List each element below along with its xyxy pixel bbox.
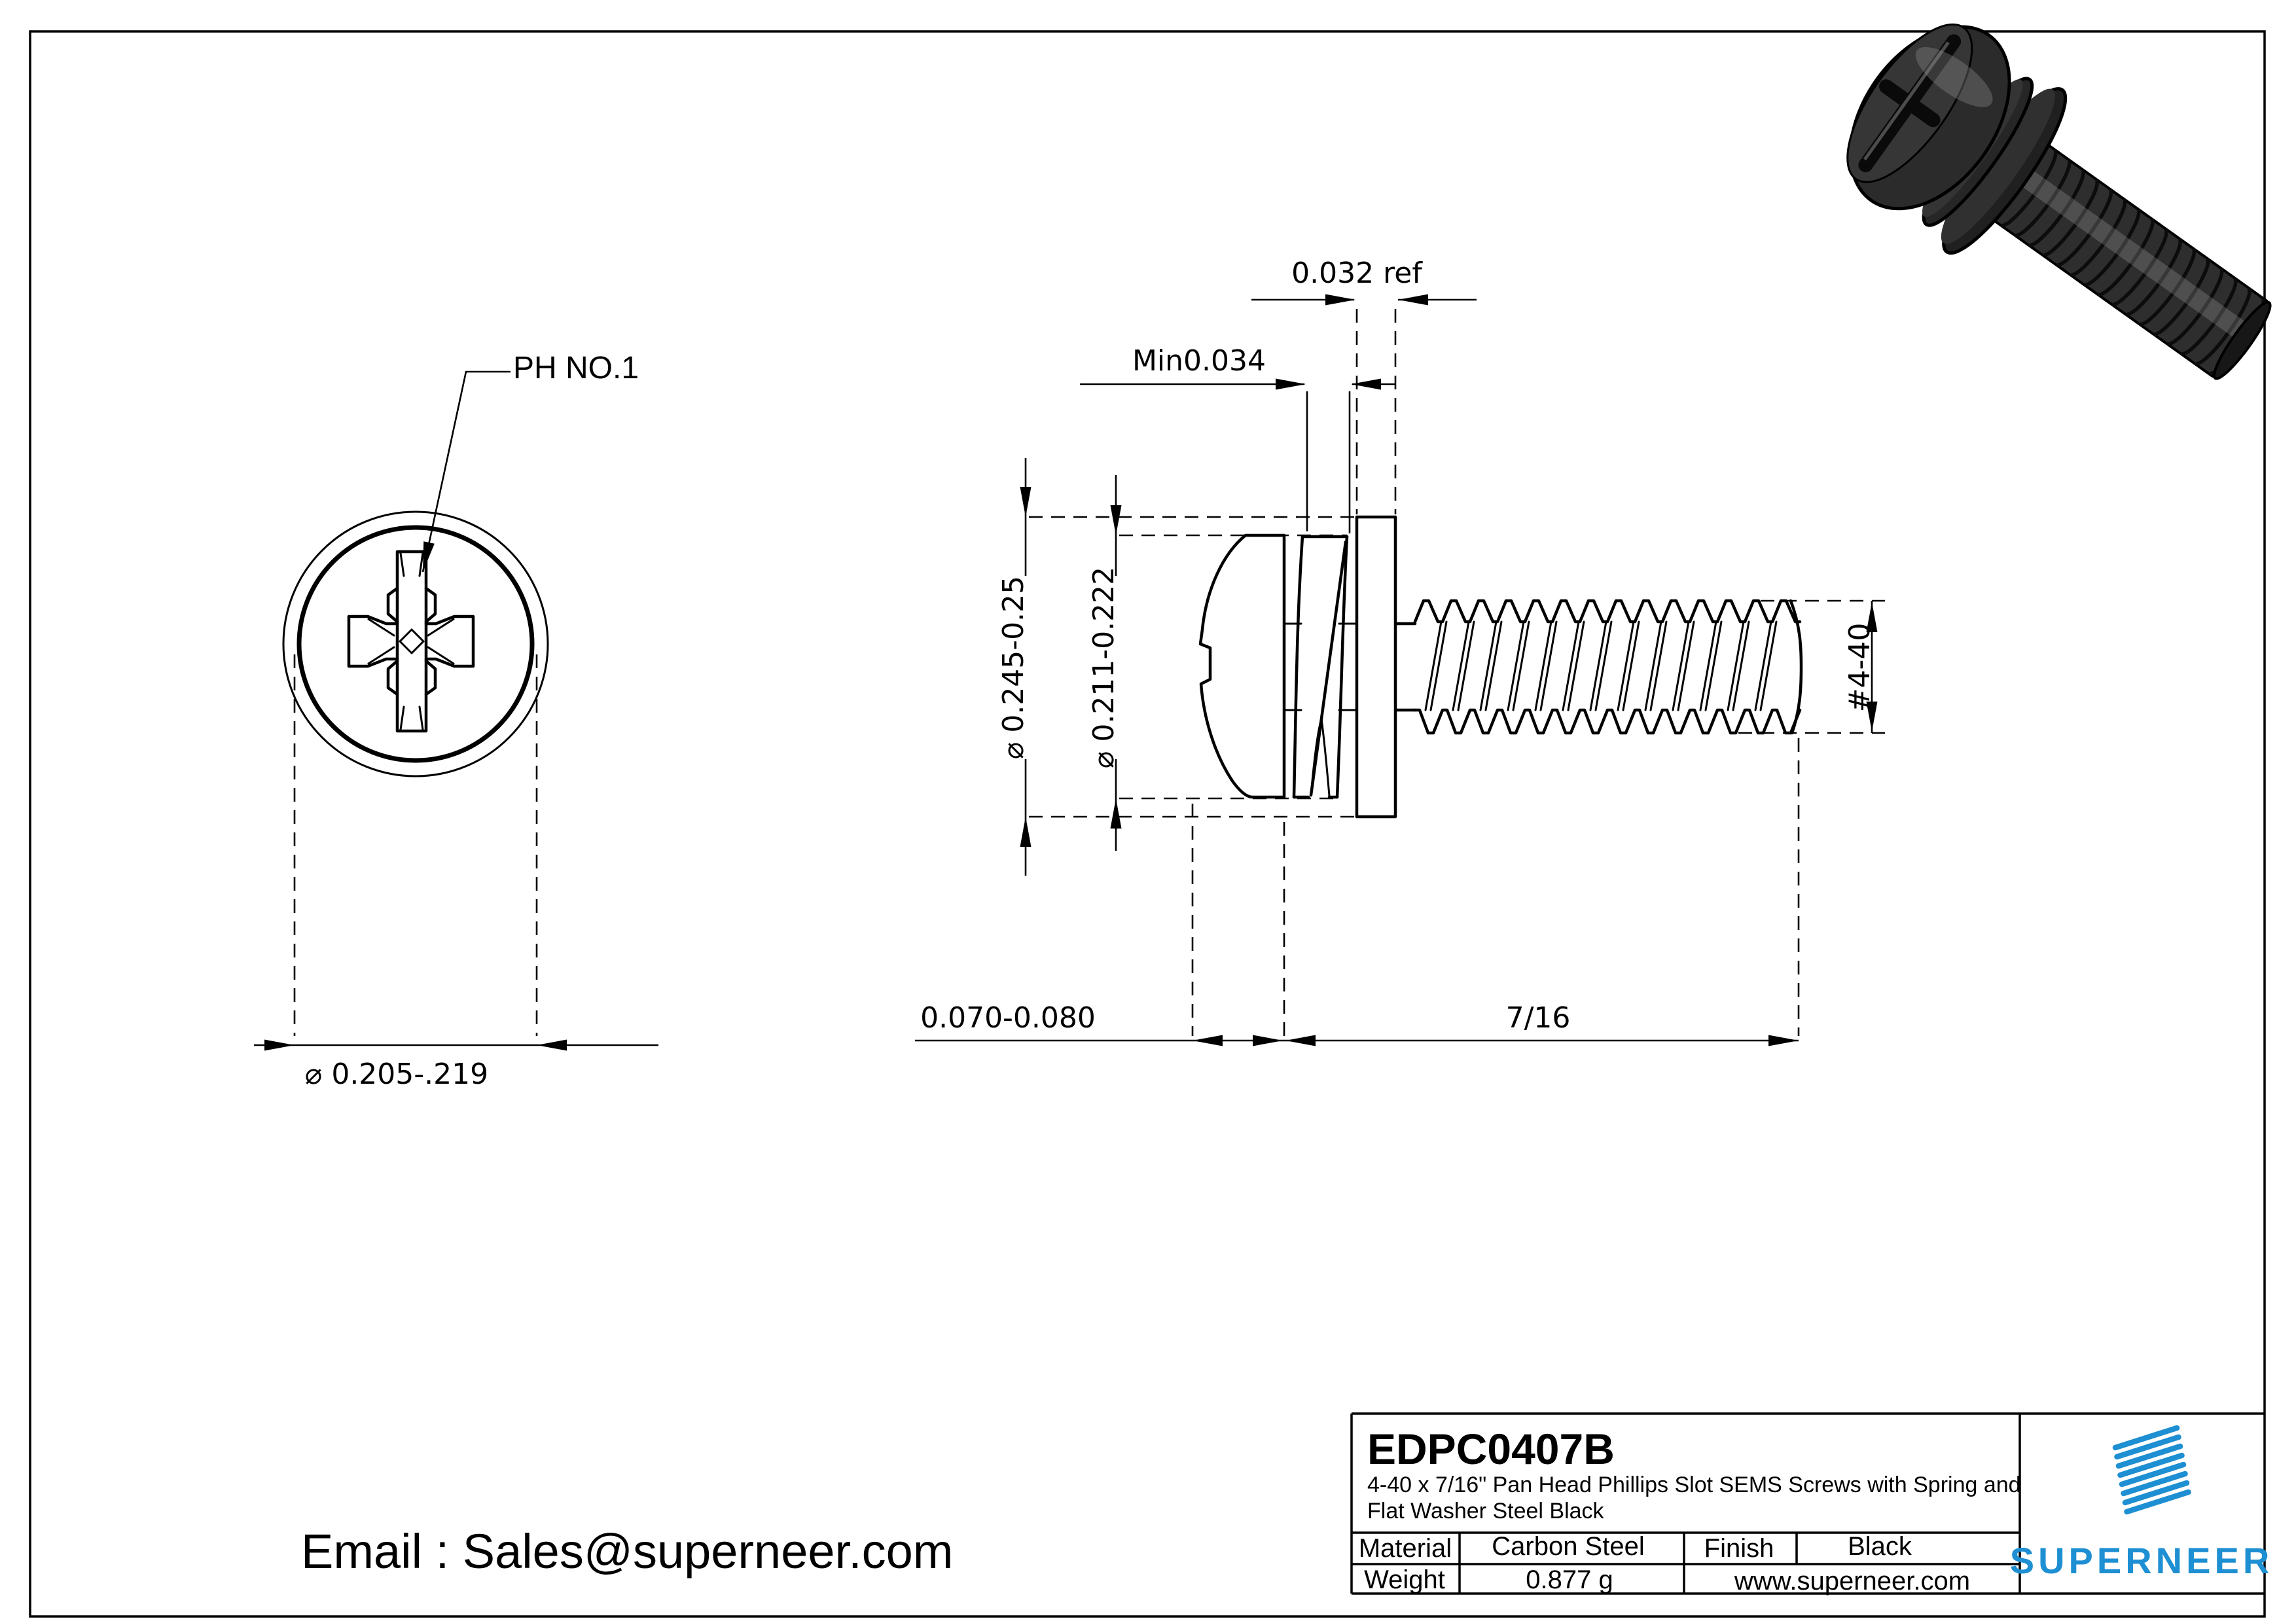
render-ridge xyxy=(2153,257,2210,336)
render-phillips-cross-icon xyxy=(1858,34,1962,173)
arrowhead-icon xyxy=(1866,602,1878,632)
arrowhead-icon xyxy=(264,1039,295,1051)
dimension-arrows xyxy=(264,294,1878,1051)
weight-value: 0.877 g xyxy=(1526,1565,1613,1594)
thread-end xyxy=(1789,599,1803,735)
thread-crest-bottom xyxy=(1413,708,1802,735)
render-ridge xyxy=(2000,149,2058,227)
arrowhead-icon xyxy=(1020,817,1031,847)
shank-root xyxy=(1395,622,1417,712)
arrowhead-icon xyxy=(1351,378,1381,390)
callout-leader xyxy=(422,370,511,573)
extension-lines xyxy=(1029,309,1885,1036)
part-number: EDPC0407B xyxy=(1367,1425,1615,1473)
callout-label: PH NO.1 xyxy=(513,351,639,385)
render-ridge xyxy=(2166,267,2224,346)
logo-stripe xyxy=(2114,1434,2181,1460)
washer-od-dim: ⌀ 0.245-0.25 xyxy=(997,576,1030,759)
render-ridge xyxy=(2180,277,2238,356)
arrowhead-icon xyxy=(1193,1035,1223,1046)
logo-stripe xyxy=(2121,1471,2188,1497)
finish-label: Finish xyxy=(1704,1534,1774,1563)
pan-head-profile xyxy=(1198,533,1286,799)
arrowhead-icon xyxy=(1276,378,1306,390)
head-outer-circle xyxy=(282,510,549,777)
screw-3d-render xyxy=(1846,23,2272,380)
extension-lines xyxy=(293,654,538,1036)
dimension-lines xyxy=(915,298,1873,1042)
render-ridge xyxy=(2041,178,2099,257)
arrowhead-icon xyxy=(1768,1035,1799,1046)
render-ridge xyxy=(2194,287,2251,366)
head-inner-circle xyxy=(296,525,535,763)
render-thread-tip xyxy=(2212,300,2272,380)
phillips-slot-recess xyxy=(347,550,475,733)
arrowhead-icon xyxy=(1398,294,1428,306)
render-ridge xyxy=(2125,238,2182,316)
arrowhead-icon xyxy=(537,1039,567,1051)
thread-size-dim: #4-40 xyxy=(1843,623,1876,713)
flat-washer xyxy=(1355,515,1397,819)
superneer-logo-icon xyxy=(2112,1425,2191,1515)
render-head-glare xyxy=(1915,46,1993,107)
logo-stripe xyxy=(2115,1443,2183,1469)
weight-label: Weight xyxy=(1364,1565,1445,1594)
logo-stripe xyxy=(2112,1425,2180,1451)
render-ridge xyxy=(2055,188,2113,267)
logo-stripe xyxy=(2119,1461,2187,1488)
render-ridge xyxy=(2014,158,2072,238)
render-highlight xyxy=(2018,168,2249,340)
thread-length-dim: 7/16 xyxy=(1506,1001,1571,1035)
logo-stripe xyxy=(2117,1452,2185,1478)
head-od-dim: ⌀ 0.211-0.222 xyxy=(1087,567,1121,768)
arrowhead-icon xyxy=(1253,1035,1283,1046)
material-value: Carbon Steel xyxy=(1492,1532,1644,1561)
material-label: Material xyxy=(1359,1534,1452,1563)
page-border xyxy=(29,30,2266,1618)
render-ridge xyxy=(2097,218,2155,296)
arrowhead-icon xyxy=(1866,702,1878,732)
thread-flanks xyxy=(1424,620,1778,711)
arrowhead-icon xyxy=(1110,505,1122,535)
head-diameter-dim: ⌀ 0.205-.219 xyxy=(305,1058,488,1091)
arrowhead-icon xyxy=(1110,798,1122,829)
description-line1: 4-40 x 7/16" Pan Head Phillips Slot SEMS… xyxy=(1367,1472,2021,1497)
brand-name: SUPERNEER xyxy=(2010,1540,2274,1581)
render-ridge xyxy=(2028,168,2085,247)
thread-crest-top xyxy=(1413,599,1802,624)
render-ridge xyxy=(2111,228,2168,306)
render-cross-highlight xyxy=(1863,41,1950,161)
threaded-shank xyxy=(1413,599,1802,735)
side-view: 0.032 ref Min0.034 ⌀ 0.245-0.25 ⌀ 0.211-… xyxy=(915,257,1885,1042)
logo-stripe xyxy=(2124,1489,2191,1515)
arrowhead-icon xyxy=(1285,1035,1316,1046)
spring-washer xyxy=(1284,535,1357,799)
spring-washer-min-dim: Min0.034 xyxy=(1132,344,1266,378)
title-block: EDPC0407B 4-40 x 7/16" Pan Head Phillips… xyxy=(1350,1412,2274,1596)
arrowhead-icon xyxy=(1325,294,1355,306)
top-view: PH NO.1 ⌀ 0.205-.219 xyxy=(254,351,658,1091)
head-height-dim: 0.070-0.080 xyxy=(920,1001,1096,1035)
description-line2: Flat Washer Steel Black xyxy=(1367,1499,1605,1524)
website-link[interactable]: www.superneer.com xyxy=(1734,1567,1970,1596)
arrowhead-icon xyxy=(1020,487,1031,517)
render-ridge xyxy=(2138,247,2197,326)
email-text: Email : Sales@superneer.com xyxy=(301,1524,953,1578)
render-flat-washer-face xyxy=(1941,88,2056,244)
flat-washer-thickness-dim: 0.032 ref xyxy=(1291,257,1423,290)
render-ridge xyxy=(2083,208,2141,287)
logo-stripe xyxy=(2122,1480,2190,1506)
render-ridge xyxy=(2070,198,2127,277)
finish-value: Black xyxy=(1848,1532,1912,1561)
arrowhead-icon xyxy=(423,541,435,572)
